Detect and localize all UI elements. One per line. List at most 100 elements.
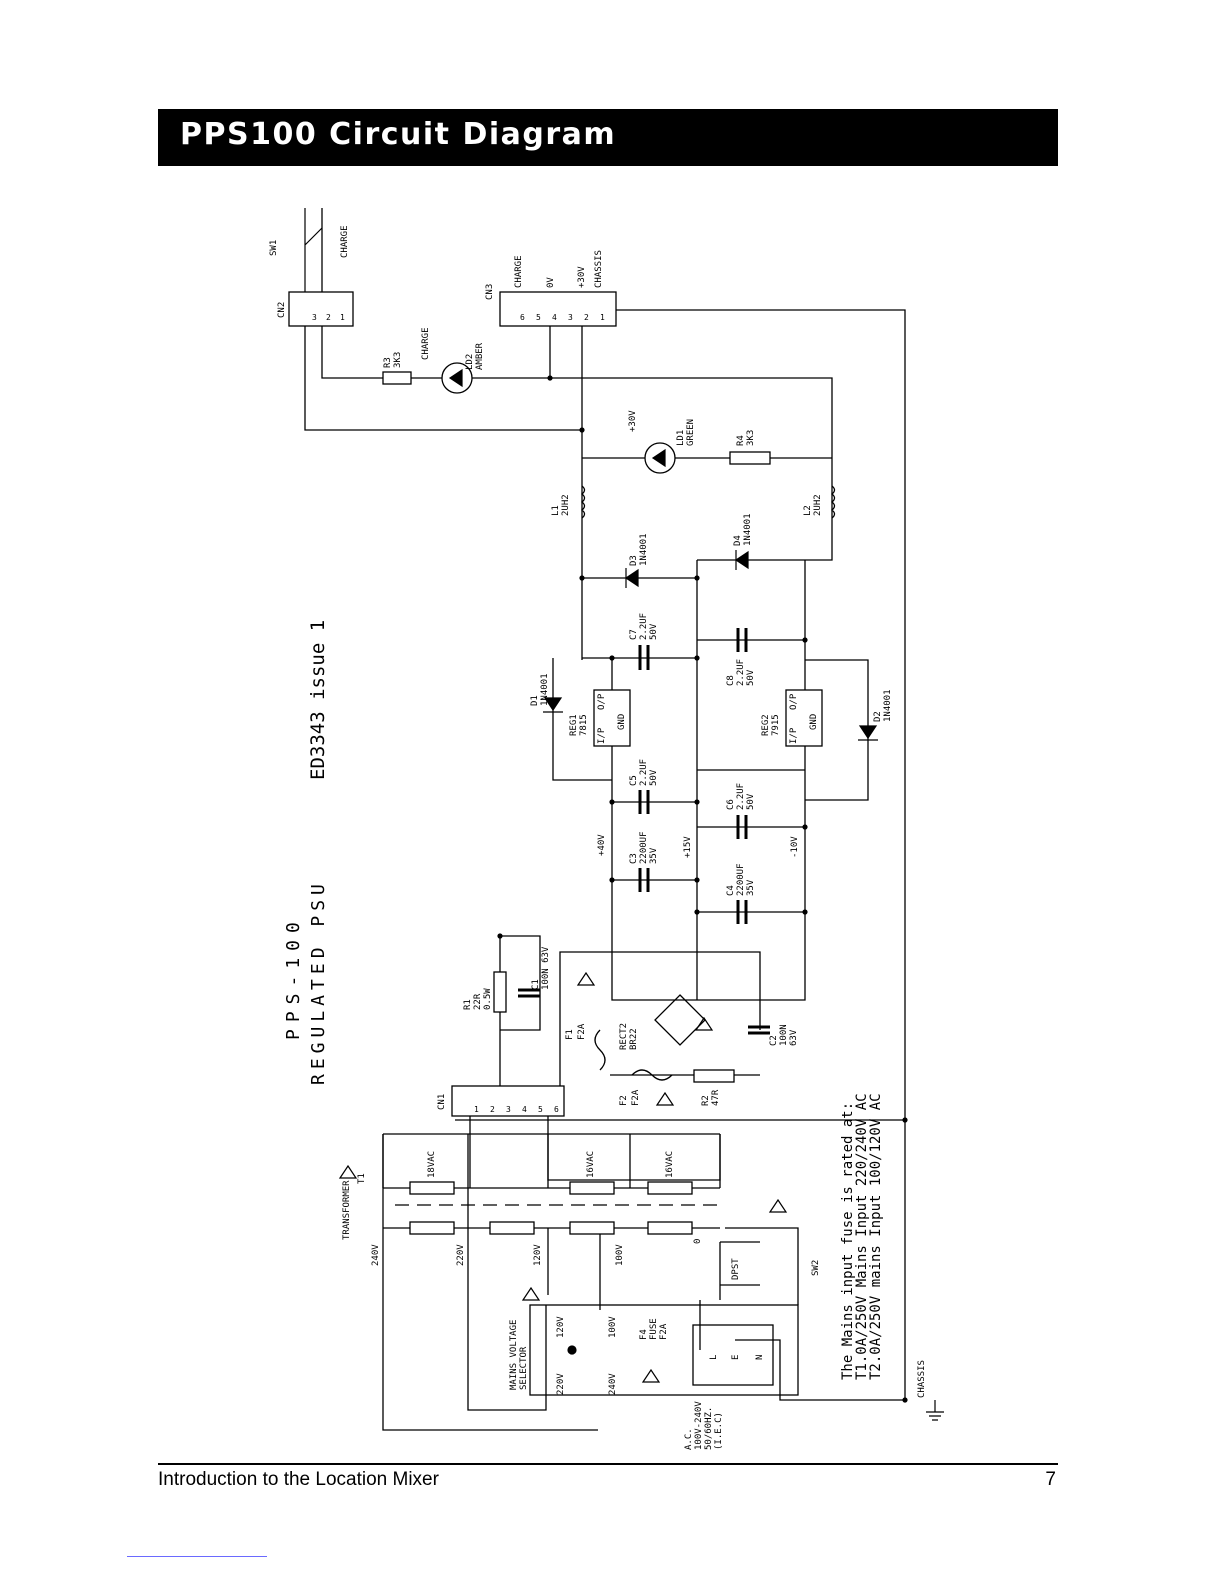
d2-ref: D2: [873, 711, 883, 722]
iec-line1: A.C.: [684, 1428, 694, 1450]
reg2-ref: REG2: [761, 714, 771, 736]
c8-capacitor: [736, 628, 748, 652]
chassis-label: CHASSIS: [917, 1360, 927, 1398]
t1-ref: T1: [357, 1173, 367, 1184]
c2-value: 100N: [779, 1024, 789, 1046]
c7-value: 2.2UF: [639, 613, 649, 640]
c3-capacitor: [638, 868, 650, 892]
iec-line3: 50/60HZ.: [704, 1407, 714, 1450]
r4-ref: R4: [736, 435, 746, 446]
r1-resistor: [493, 971, 507, 1013]
reg1-op: O/P: [597, 693, 607, 710]
fuse-note-line3: T2.0A/250V mains Input 100/120V AC: [868, 1093, 884, 1380]
c7-rating: 50V: [649, 623, 659, 640]
cn3-pin: 5: [536, 313, 541, 322]
f1-ref: F1: [565, 1029, 575, 1040]
fuse-note-line2: T1.0A/250V Mains Input 220/240V AC: [854, 1093, 870, 1380]
c7-capacitor: [638, 645, 650, 670]
caution-icon: [338, 1164, 358, 1179]
reg2-gnd: GND: [809, 714, 819, 730]
r3-ref: R3: [383, 357, 393, 368]
selector-120v: 120V: [556, 1316, 566, 1338]
footer-divider: [158, 1463, 1058, 1465]
wire-cn2-pin2: [304, 310, 582, 431]
r2-value: 47R: [711, 1089, 721, 1106]
c1-capacitor: [518, 988, 540, 998]
reg1-value: 7815: [579, 714, 589, 736]
wire-c1: [500, 935, 541, 1031]
iec-n: N: [755, 1355, 765, 1360]
cn3-signal-30v: +30V: [577, 266, 587, 288]
c1-ref: C1: [531, 979, 541, 990]
f2-value: F2A: [631, 1089, 641, 1106]
reg2-block: [785, 689, 823, 747]
r1-value: 22R: [473, 993, 483, 1010]
wire-trans-0: [725, 1227, 799, 1305]
sw2-type: DPST: [731, 1258, 741, 1280]
f4-ref: F4: [639, 1329, 649, 1340]
c5-ref: C5: [629, 775, 639, 786]
cn3-pin: 2: [584, 313, 589, 322]
issue-label: ED3343 issue 1: [307, 620, 329, 780]
caution-icon: [655, 1091, 675, 1106]
selector-label2: SELECTOR: [519, 1346, 529, 1390]
c3-value: 2200UF: [639, 831, 649, 864]
c1-value: 100N 63V: [541, 946, 551, 990]
caution-icon: [694, 1016, 714, 1031]
t1-sec2-winding: [569, 1181, 615, 1195]
ld2-led-diode: [448, 368, 463, 388]
f4-value: F2A: [659, 1323, 669, 1340]
ld1-tag: +30V: [628, 410, 638, 432]
wire-rect-in1: [559, 951, 761, 1090]
r1-ref: R1: [463, 999, 473, 1010]
cn3-pin: 3: [568, 313, 573, 322]
ld1-ref: LD1: [676, 430, 686, 446]
tap-220: 220V: [456, 1244, 466, 1266]
d4-diode: [734, 550, 749, 570]
ld1-value: GREEN: [686, 419, 696, 446]
reg1-ip: I/P: [597, 727, 607, 744]
c4-rating: 35V: [746, 879, 756, 896]
c4-value: 2200UF: [736, 863, 746, 896]
c8-rating: 50V: [746, 669, 756, 686]
t1-sec1-winding: [409, 1181, 455, 1195]
transformer-label: TRANSFORMER: [342, 1180, 352, 1240]
r2-resistor: [693, 1069, 735, 1083]
cn3-pin: 4: [552, 313, 557, 322]
d3-ref: D3: [629, 555, 639, 566]
l2-value: 2UH2: [813, 494, 823, 516]
d4-value: 1N4001: [743, 513, 753, 546]
c7-ref: C7: [629, 629, 639, 640]
r1-rating: 0.5W: [483, 988, 493, 1010]
c6-rating: 50V: [746, 793, 756, 810]
transformer-sec-bounds: [382, 1134, 721, 1188]
footer-title: Introduction to the Location Mixer: [158, 1469, 439, 1490]
cn1-pin: 3: [506, 1105, 511, 1114]
rect2-value: BR22: [629, 1028, 639, 1050]
ld2-ref: LD2: [465, 354, 475, 370]
r3-value: 3K3: [393, 352, 403, 368]
wire-pos40: [611, 780, 697, 1001]
sec2-label: 16VAC: [586, 1151, 596, 1178]
d3-value: 1N4001: [639, 533, 649, 566]
reg1-block: [593, 689, 631, 747]
caution-icon: [521, 1286, 541, 1301]
sw2-ref: SW2: [811, 1260, 821, 1276]
d2-value: 1N4001: [883, 689, 893, 722]
l1-value: 2UH2: [561, 494, 571, 516]
l1-ref: L1: [551, 505, 561, 516]
t1-pri4-winding: [647, 1221, 693, 1235]
c3-rating: 35V: [649, 847, 659, 864]
selector-label1: MAINS VOLTAGE: [509, 1320, 519, 1390]
wire-d3: [582, 577, 698, 1000]
iec-line2: 100V-240V: [694, 1401, 704, 1450]
wire-trans-220: [467, 1134, 547, 1411]
r4-resistor: [729, 451, 771, 465]
cn1-label: CN1: [437, 1094, 447, 1110]
cn3-label: CN3: [485, 284, 495, 300]
product-line2: REGULATED PSU: [308, 879, 329, 1085]
wire-chassis: [610, 309, 906, 1400]
cn3-signal-chassis: CHASSIS: [594, 250, 604, 288]
iec-e: E: [731, 1355, 741, 1360]
